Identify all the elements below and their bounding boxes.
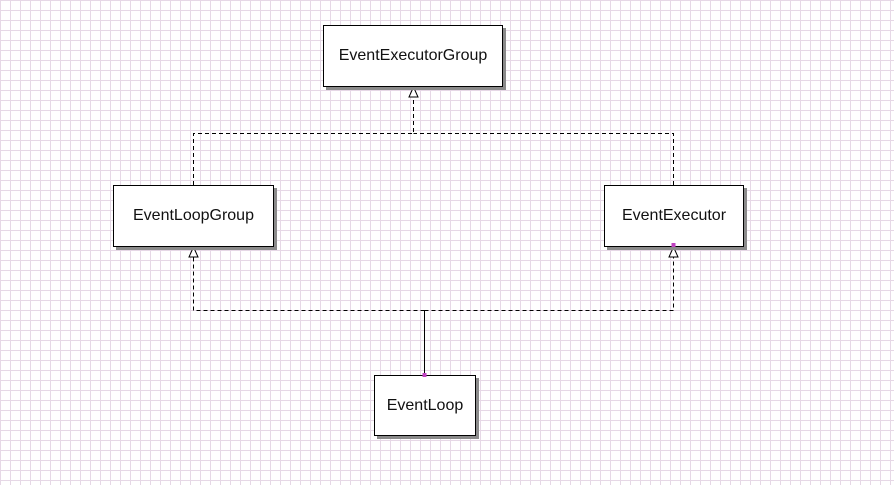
class-box-event-executor[interactable]: EventExecutor bbox=[604, 185, 744, 247]
realization-edge-eventloopgroup-to-eventexecutorgroup bbox=[193, 97, 414, 185]
realization-arrowhead-eventloopgroup bbox=[188, 245, 199, 258]
class-name-label: EventExecutorGroup bbox=[338, 47, 488, 64]
realization-arrowhead-eventexecutorgroup bbox=[408, 85, 419, 98]
class-box-event-loop-group[interactable]: EventLoopGroup bbox=[113, 185, 274, 247]
realization-edge-eventloop-to-eventexecutor bbox=[424, 257, 674, 311]
class-box-event-executor-group[interactable]: EventExecutorGroup bbox=[323, 25, 503, 87]
realization-edge-eventexecutor-to-eventexecutorgroup bbox=[413, 133, 674, 185]
realization-arrowhead-eventexecutor bbox=[668, 245, 679, 258]
class-box-event-loop[interactable]: EventLoop bbox=[374, 375, 476, 436]
class-name-label: EventLoop bbox=[386, 396, 464, 414]
realization-edge-eventloop-to-eventloopgroup bbox=[193, 257, 425, 311]
class-name-label: EventExecutor bbox=[621, 207, 727, 224]
class-name-label: EventLoopGroup bbox=[133, 207, 254, 224]
